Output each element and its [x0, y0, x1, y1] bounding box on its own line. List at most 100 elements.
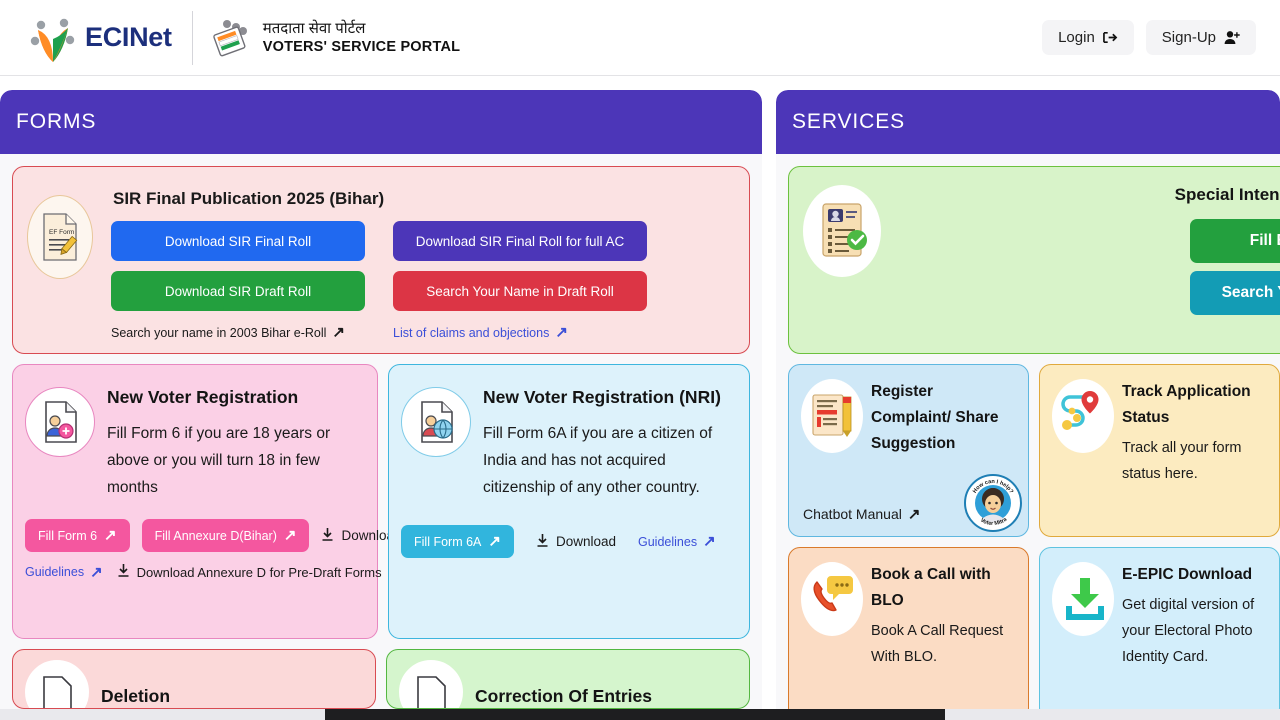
download-sir-final-roll-button[interactable]: Download SIR Final Roll [111, 221, 365, 261]
header-divider [191, 10, 193, 65]
external-link-arrow-icon: ↗ [283, 527, 297, 544]
forms-card-row: New Voter Registration Fill Form 6 if yo… [12, 364, 750, 639]
external-link-arrow-icon: ↗ [488, 533, 501, 550]
nri-guidelines-link[interactable]: Guidelines ↗ [638, 534, 716, 549]
card-sir-2026: Special Intensive Revision (SIR) – 2026 … [788, 166, 1280, 354]
card-deletion: Deletion [12, 649, 376, 709]
signup-button[interactable]: Sign-Up [1145, 20, 1256, 55]
search-name-last-sir-button[interactable]: Search Your Name in Last SIR [1190, 271, 1280, 315]
sir-checklist-verified-icon [803, 185, 881, 277]
new-voter-guidelines-link[interactable]: Guidelines ↗ [25, 565, 103, 580]
forms-panel-header: FORMS [0, 90, 762, 154]
nri-texts: New Voter Registration (NRI) Fill Form 6… [483, 379, 737, 501]
main-content: FORMS EF Form [0, 76, 1280, 720]
login-button[interactable]: Login [1042, 20, 1134, 55]
document-icon [399, 660, 463, 708]
new-voter-actions: Fill Form 6 ↗ Fill Annexure D(Bihar) ↗ [25, 519, 402, 552]
complaint-document-pencil-icon [801, 379, 863, 453]
forms-panel: FORMS EF Form [0, 90, 762, 720]
sir-2026-title: Special Intensive Revision (SIR) – 2026 [1174, 185, 1280, 204]
login-label: Login [1058, 29, 1095, 46]
download-icon [117, 563, 130, 581]
download-icon [536, 533, 549, 551]
card-eepic-download[interactable]: E-EPIC Download Get digital version of y… [1039, 547, 1280, 720]
search-name-draft-roll-button[interactable]: Search Your Name in Draft Roll [393, 271, 647, 311]
route-track-pin-icon [1052, 379, 1114, 453]
correction-title: Correction Of Entries [475, 686, 652, 706]
voter-mitra-avatar-icon[interactable]: How can I help? Voter Mitra [964, 474, 1022, 532]
nri-actions: Fill Form 6A ↗ Download [401, 525, 737, 558]
services-row-1: Register Complaint/ Share Suggestion Cha… [788, 364, 1280, 537]
new-voter-description: Fill Form 6 if you are 18 years or above… [107, 425, 331, 496]
nri-guidelines-label: Guidelines [638, 534, 698, 549]
new-voter-texts: New Voter Registration Fill Form 6 if yo… [107, 379, 365, 501]
globe-person-document-icon [401, 387, 471, 457]
track-top: Track Application Status Track all your … [1052, 375, 1267, 487]
services-row-2: Book a Call with BLO Book A Call Request… [788, 547, 1280, 720]
sir-2026-buttons: Fill Enumeration Form Search Your Name i… [891, 219, 1280, 315]
person-add-icon [1224, 30, 1240, 46]
new-voter-download-link[interactable]: Download [321, 527, 402, 545]
header-actions: Login Sign-Up [1042, 20, 1256, 55]
new-voter-guidelines-label: Guidelines [25, 565, 85, 579]
vsp-logo-icon [211, 16, 251, 60]
search-2003-link-label: Search your name in 2003 Bihar e-Roll [111, 325, 327, 340]
fill-form-6a-button[interactable]: Fill Form 6A ↗ [401, 525, 514, 558]
external-link-arrow-icon: ↗ [703, 533, 716, 550]
external-link-arrow-icon: ↗ [332, 324, 345, 341]
horizontal-scrollbar[interactable] [0, 709, 1280, 720]
document-icon [25, 660, 89, 708]
ef-form-document-icon: EF Form [27, 195, 93, 279]
sir-publication-content: SIR Final Publication 2025 (Bihar) Downl… [107, 181, 733, 340]
sir-publication-title: SIR Final Publication 2025 (Bihar) [113, 189, 385, 208]
chatbot-manual-link[interactable]: Chatbot Manual ↗ [803, 506, 920, 522]
signup-label: Sign-Up [1161, 29, 1216, 46]
blo-title: Book a Call with BLO [871, 566, 991, 609]
fill-annexure-d-label: Fill Annexure D(Bihar) [154, 528, 277, 543]
nri-download-link[interactable]: Download [536, 533, 616, 551]
forms-panel-body: EF Form SIR Final Publication 2025 (Biha… [0, 154, 762, 720]
complaint-texts: Register Complaint/ Share Suggestion [871, 375, 1016, 457]
card-register-complaint[interactable]: Register Complaint/ Share Suggestion Cha… [788, 364, 1029, 537]
svg-text:Voter Mitra: Voter Mitra [979, 516, 1009, 527]
fill-form-6-button[interactable]: Fill Form 6 ↗ [25, 519, 130, 552]
eepic-title: E-EPIC Download [1122, 566, 1253, 583]
search-2003-bihar-eroll-link[interactable]: Search your name in 2003 Bihar e-Roll ↗ [111, 325, 393, 340]
fill-form-6-label: Fill Form 6 [38, 528, 98, 543]
sir-2026-content: Special Intensive Revision (SIR) – 2026 … [891, 179, 1280, 341]
phone-chat-icon [801, 562, 863, 636]
card-new-voter-registration-nri: New Voter Registration (NRI) Fill Form 6… [388, 364, 750, 639]
portal-title-english: VOTERS' SERVICE PORTAL [262, 38, 461, 55]
portal-title-hindi: मतदाता सेवा पोर्टल [262, 19, 366, 37]
services-panel: SERVICES [776, 90, 1280, 720]
new-voter-top: New Voter Registration Fill Form 6 if yo… [25, 379, 365, 501]
services-panel-header: SERVICES [776, 90, 1280, 154]
complaint-top: Register Complaint/ Share Suggestion [801, 375, 1016, 457]
services-panel-title: SERVICES [792, 110, 906, 133]
complaint-title: Register Complaint/ Share Suggestion [871, 383, 999, 452]
nri-top: New Voter Registration (NRI) Fill Form 6… [401, 379, 737, 501]
external-link-arrow-icon: ↗ [907, 505, 921, 523]
download-sir-final-roll-full-ac-button[interactable]: Download SIR Final Roll for full AC [393, 221, 647, 261]
fill-enumeration-form-button[interactable]: Fill Enumeration Form [1190, 219, 1280, 263]
track-description: Track all your form status here. [1122, 440, 1242, 482]
card-sir-final-publication: EF Form SIR Final Publication 2025 (Biha… [12, 166, 750, 354]
blo-texts: Book a Call with BLO Book A Call Request… [871, 558, 1016, 670]
card-track-application-status[interactable]: Track Application Status Track all your … [1039, 364, 1280, 537]
svg-text:EF Form: EF Form [49, 229, 74, 236]
person-add-document-icon [25, 387, 95, 457]
horizontal-scrollbar-thumb[interactable] [325, 709, 945, 720]
new-voter-title: New Voter Registration [107, 387, 299, 407]
fill-annexure-d-button[interactable]: Fill Annexure D(Bihar) ↗ [141, 519, 310, 552]
chatbot-manual-label: Chatbot Manual [803, 506, 902, 522]
login-arrow-icon [1102, 30, 1118, 45]
brand-block[interactable]: ECINet [30, 12, 172, 64]
list-claims-objections-link[interactable]: List of claims and objections ↗ [393, 325, 568, 340]
download-sir-draft-roll-button[interactable]: Download SIR Draft Roll [111, 271, 365, 311]
card-book-call-blo[interactable]: Book a Call with BLO Book A Call Request… [788, 547, 1029, 720]
new-voter-sublinks: Guidelines ↗ Download Annexure D for Pre… [25, 563, 382, 581]
eepic-texts: E-EPIC Download Get digital version of y… [1122, 558, 1267, 670]
track-texts: Track Application Status Track all your … [1122, 375, 1267, 487]
nri-title: New Voter Registration (NRI) [483, 387, 721, 407]
download-annexure-d-predraft-link[interactable]: Download Annexure D for Pre-Draft Forms [117, 563, 382, 581]
